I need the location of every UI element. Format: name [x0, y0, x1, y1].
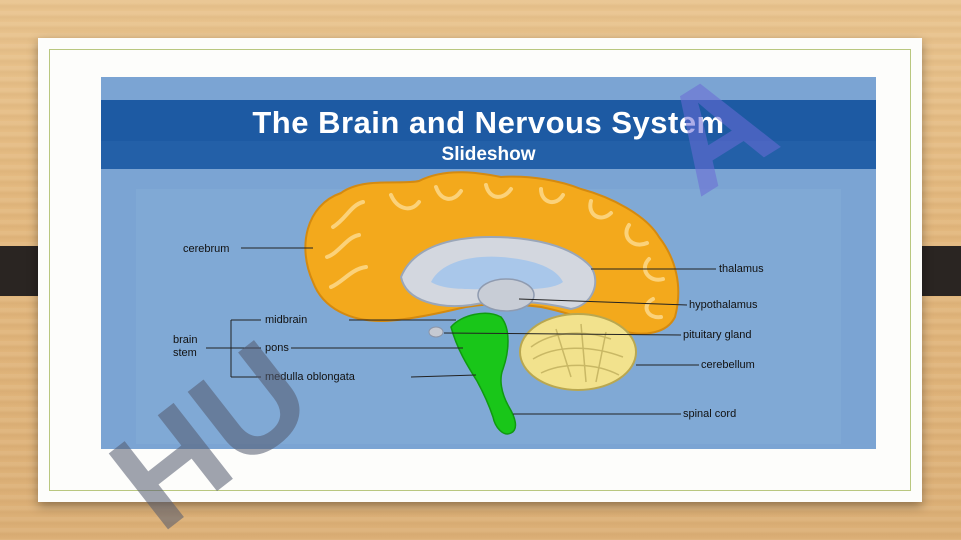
- label-pons: pons: [265, 342, 289, 354]
- label-brain-stem-line1: brain: [173, 334, 198, 346]
- brain-stem-shape: [450, 312, 517, 435]
- brain-diagram: [136, 171, 841, 444]
- label-hypothalamus: hypothalamus: [689, 299, 758, 311]
- label-cerebrum: cerebrum: [183, 243, 230, 255]
- slide-card-frame: [49, 49, 911, 491]
- subtitle-band: [101, 141, 876, 169]
- title-band: [101, 100, 876, 146]
- slide-title: The Brain and Nervous System: [252, 105, 725, 140]
- label-midbrain: midbrain: [265, 314, 308, 326]
- label-spinal-cord: spinal cord: [683, 408, 737, 420]
- label-medulla-oblongata: medulla oblongata: [265, 371, 355, 383]
- brain-slide-image: The Brain and Nervous System Slideshow: [101, 77, 876, 449]
- cerebellum-shape: [519, 313, 637, 391]
- label-pituitary-gland: pituitary gland: [683, 329, 752, 341]
- label-brain-stem-line2: stem: [173, 347, 197, 359]
- thalamus-shape: [477, 278, 535, 312]
- slide-subtitle: Slideshow: [441, 144, 536, 165]
- label-thalamus: thalamus: [719, 263, 764, 275]
- label-cerebellum: cerebellum: [701, 359, 755, 371]
